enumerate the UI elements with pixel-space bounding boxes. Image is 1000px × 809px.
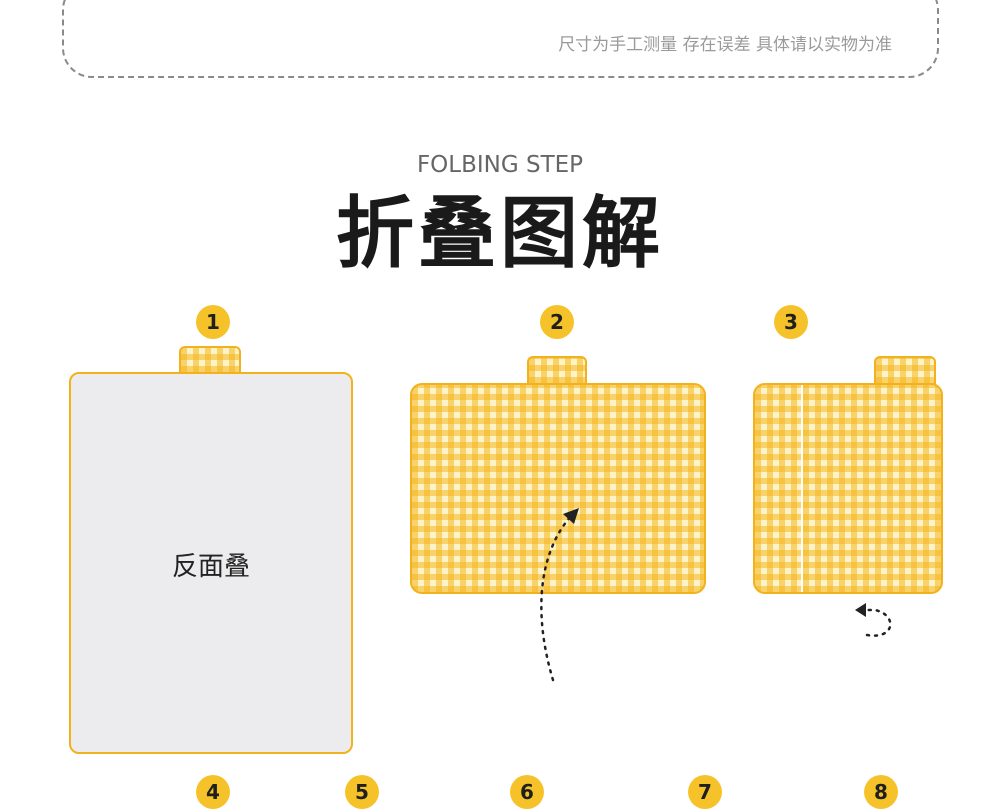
mat-tab-step-3	[874, 356, 936, 385]
step-badge-7: 7	[688, 775, 722, 809]
fold-line-step-3	[801, 385, 803, 592]
info-box	[62, 0, 939, 78]
step-badge-8: 8	[864, 775, 898, 809]
section-subtitle: FOLBING STEP	[416, 152, 584, 178]
mat-tab-step-2	[527, 356, 587, 385]
section-title: 折叠图解	[335, 189, 664, 279]
measurement-note: 尺寸为手工测量 存在误差 具体请以实物为准	[558, 35, 892, 55]
mat-gingham-step-2	[410, 383, 706, 594]
step-badge-6: 6	[510, 775, 544, 809]
mat-gingham-step-3	[753, 383, 943, 594]
step-1-label: 反面叠	[171, 552, 250, 582]
curved-arrow-up-icon	[540, 508, 579, 682]
step-badge-4: 4	[196, 775, 230, 809]
step-badge-5: 5	[345, 775, 379, 809]
step-badge-3: 3	[774, 305, 808, 339]
curl-arrow-left-icon	[855, 603, 892, 637]
step-badge-2: 2	[540, 305, 574, 339]
step-badge-1: 1	[196, 305, 230, 339]
mat-back-side: 反面叠	[69, 372, 353, 754]
